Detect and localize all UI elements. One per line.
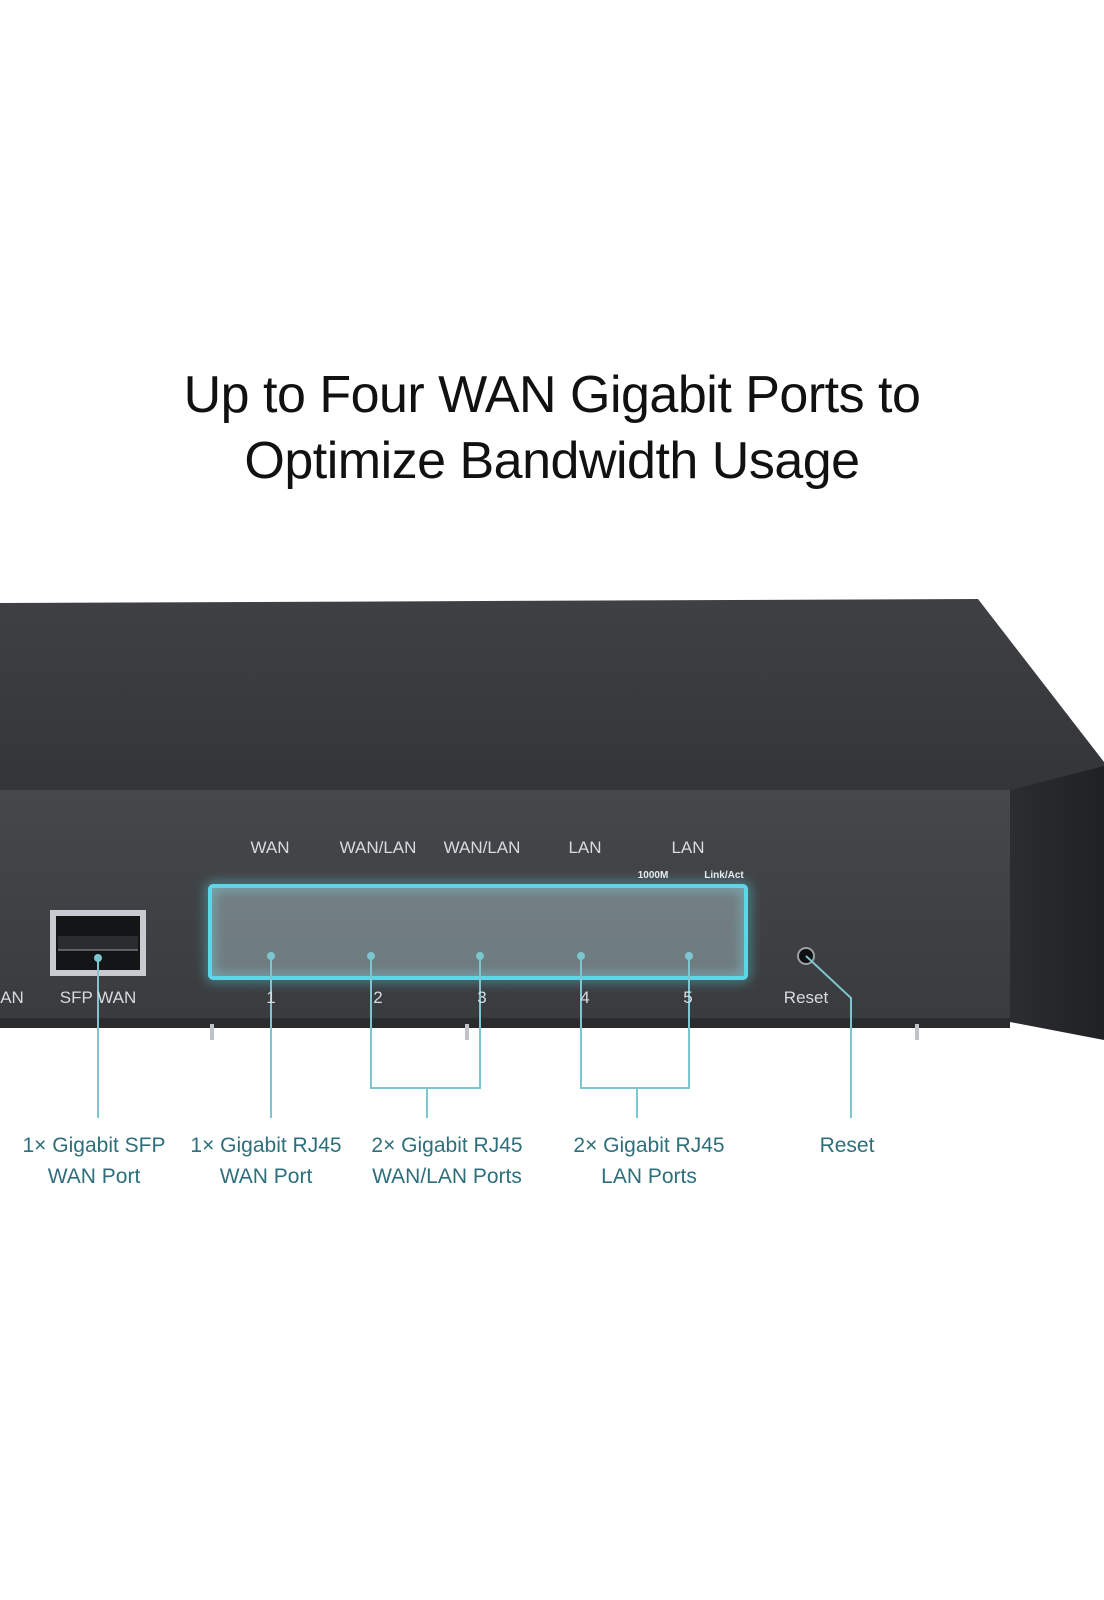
callout-rj45-wan-line1: 1× Gigabit RJ45 <box>190 1134 342 1157</box>
router-front-face <box>0 790 1010 1022</box>
port-label-wan: WAN <box>250 838 290 857</box>
led-label-link: Link/Act <box>704 870 744 881</box>
router-foot-left <box>210 1024 214 1040</box>
callout-rj45-lan-line2: LAN Ports <box>601 1165 697 1188</box>
headline: Up to Four WAN Gigabit Ports to Optimize… <box>0 362 1104 494</box>
leader-lines <box>94 952 852 1118</box>
port-label-cut-left: AN <box>0 988 24 1007</box>
callout-reset-line1: Reset <box>819 1134 875 1157</box>
callout-rj45-lan-line1: 2× Gigabit RJ45 <box>573 1134 725 1157</box>
leader-lan <box>580 956 690 1089</box>
router-side-face <box>1010 766 1104 1040</box>
port-label-lan-1: LAN <box>568 838 602 857</box>
callout-reset: Reset <box>820 1130 875 1161</box>
port-label-reset: Reset <box>783 988 829 1007</box>
callout-sfp-wan-line1: 1× Gigabit SFP <box>22 1134 166 1157</box>
port-label-wanlan-1: WAN/LAN <box>339 838 417 857</box>
leader-wanlan <box>370 956 481 1089</box>
headline-line-2: Optimize Bandwidth Usage <box>244 432 860 490</box>
port-label-sfp-wan: SFP WAN <box>59 988 137 1007</box>
callout-rj45-lan: 2× Gigabit RJ45 LAN Ports <box>573 1130 724 1192</box>
callout-rj45-wan: 1× Gigabit RJ45 WAN Port <box>190 1130 341 1192</box>
router-foot-right <box>915 1024 919 1040</box>
headline-line-1: Up to Four WAN Gigabit Ports to <box>183 366 921 424</box>
port-number-4: 4 <box>580 988 590 1007</box>
router-foot-mid <box>465 1024 469 1040</box>
callout-sfp-wan-line2: WAN Port <box>47 1165 141 1188</box>
callout-rj45-wanlan: 2× Gigabit RJ45 WAN/LAN Ports <box>371 1130 522 1192</box>
router-top-surface <box>0 599 1104 790</box>
rj45-highlight-frame <box>208 884 748 980</box>
callout-sfp-wan: 1× Gigabit SFP WAN Port <box>23 1130 166 1192</box>
port-number-1: 1 <box>266 988 276 1007</box>
callout-rj45-wanlan-line1: 2× Gigabit RJ45 <box>371 1134 523 1157</box>
router-bottom-edge <box>0 1018 1010 1028</box>
port-label-lan-2: LAN <box>671 838 705 857</box>
port-number-2: 2 <box>373 988 383 1007</box>
port-label-wanlan-2: WAN/LAN <box>443 838 521 857</box>
leader-reset <box>805 955 852 1118</box>
callout-rj45-wan-line2: WAN Port <box>219 1165 313 1188</box>
callout-rj45-wanlan-line2: WAN/LAN Ports <box>372 1165 522 1188</box>
led-label-speed: 1000M <box>637 870 669 881</box>
port-number-5: 5 <box>683 988 693 1007</box>
port-number-3: 3 <box>477 988 487 1007</box>
